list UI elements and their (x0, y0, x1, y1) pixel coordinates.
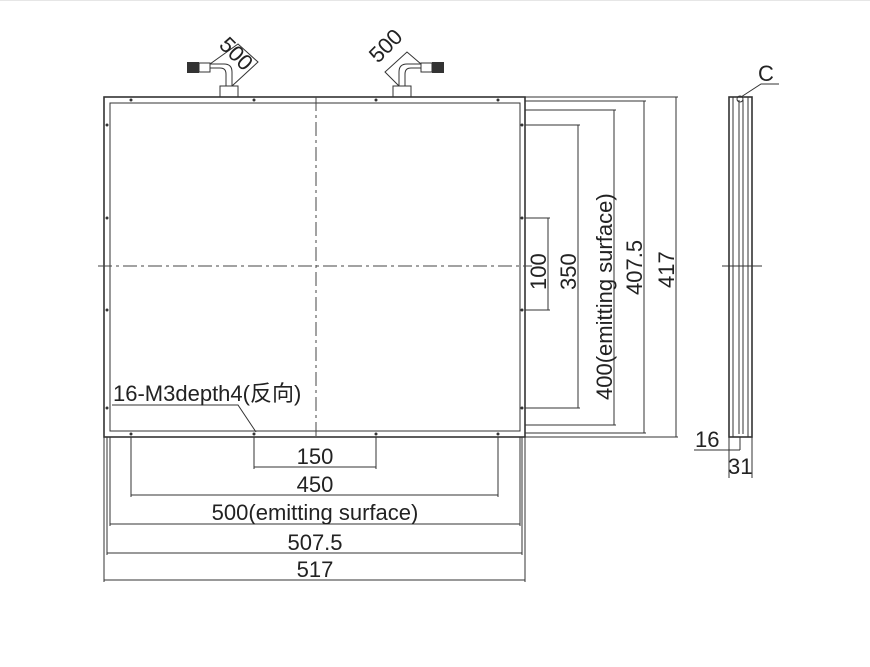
horizontal-dimensions: 150 450 500(emitting surface) 507.5 517 (103, 437, 526, 582)
dim-450: 450 (297, 472, 334, 497)
dim-517: 517 (297, 557, 334, 582)
front-view (98, 96, 532, 438)
dim-500-emitting: 500(emitting surface) (212, 500, 419, 525)
dim-16: 16 (695, 427, 719, 452)
dim-150: 150 (297, 444, 334, 469)
cable-length-right: 500 (364, 24, 408, 68)
vertical-dimensions: 100 350 400(emitting surface) 407.5 417 (525, 96, 679, 438)
mounting-holes (105, 98, 524, 436)
connector-left: 500 (187, 32, 259, 98)
panel-outer-frame (103, 96, 526, 438)
hole-note-text: 16-M3depth4(反向) (113, 381, 301, 406)
cable-length-left: 500 (214, 32, 258, 76)
dim-400-emitting: 400(emitting surface) (592, 193, 617, 400)
panel-inner-frame (109, 102, 521, 432)
hole-note: 16-M3depth4(反向) (112, 381, 301, 433)
dim-100: 100 (526, 253, 551, 290)
dim-507-5: 507.5 (287, 530, 342, 555)
side-view: C 16 31 (694, 61, 779, 479)
dim-350: 350 (556, 253, 581, 290)
dim-417: 417 (654, 251, 679, 288)
dim-31: 31 (728, 454, 752, 479)
connector-right: 500 (364, 24, 444, 98)
dim-407-5: 407.5 (622, 240, 647, 295)
top-border (0, 0, 870, 1)
callout-c: C (758, 61, 774, 86)
